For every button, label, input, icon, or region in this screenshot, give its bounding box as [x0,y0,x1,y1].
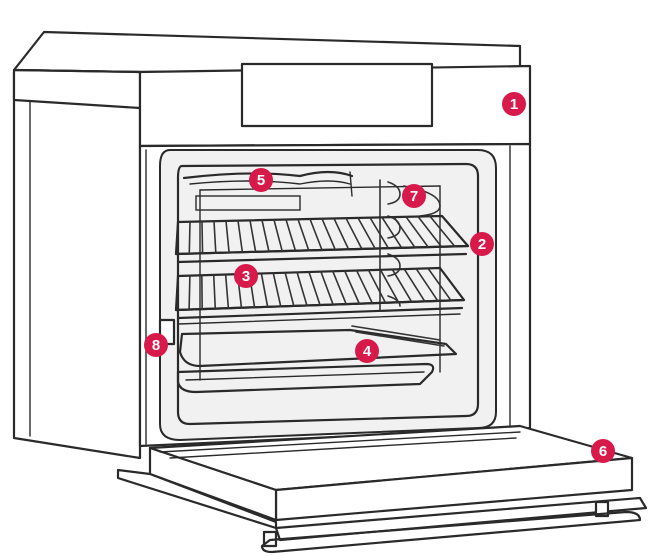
display-window [240,62,434,128]
callout-number: 5 [257,172,265,189]
shelf-bar [309,218,323,251]
shelf-bar [321,217,337,251]
oven-side-body [12,70,142,460]
shelf-bar [201,220,204,255]
shelf-bar [381,216,403,249]
shelf-bar [272,272,282,308]
callout-shelf-support: 7 [402,184,426,208]
wire-shelf-lower [174,266,466,325]
callout-badge [470,232,494,256]
shelf-bar [320,270,334,306]
shelf-bar [296,271,308,307]
callout-badge [355,339,379,363]
shelf-bar [367,269,387,304]
wire-shelf-upper [174,214,470,264]
shelf-bar [188,220,191,255]
shelf-bar [405,216,429,248]
callout-oven-door: 6 [591,439,615,463]
callout-number: 6 [599,443,607,460]
shelf-bar [273,219,283,252]
shelf-bar [308,271,321,306]
callout-badge [249,168,273,192]
control-panel [138,62,532,148]
callout-badge [591,439,615,463]
shelf-bar [393,216,416,249]
callout-door-seal: 2 [470,232,494,256]
baking-tray [176,325,458,394]
callout-badge [402,184,426,208]
shelf-bar [403,268,426,303]
callout-door-hinge: 8 [144,333,168,357]
oven-top-housing [12,30,522,110]
callout-badge [234,264,258,288]
shelf-bar [224,273,230,309]
shelf-bar [417,215,443,248]
shelf-bar [415,267,439,302]
shelf-bar [369,216,390,249]
callout-number: 1 [510,96,518,113]
shelf-bar [333,217,350,251]
shelf-bar [391,268,413,303]
callout-number: 7 [410,188,418,205]
shelf-bar [343,270,361,305]
shelf-bar [261,219,270,253]
callout-badge [502,92,526,116]
shelf-bar [284,271,295,307]
oven-door [116,424,648,554]
callout-number: 3 [242,268,250,285]
callout-number: 4 [363,343,372,360]
shelf-bar [225,220,230,254]
shelf-bar [332,270,347,305]
shelf-bar [357,217,376,250]
callout-control-panel: 1 [502,92,526,116]
callout-layer: 1 2 3 4 5 6 7 8 [144,92,615,463]
shelf-bar [345,217,363,250]
callout-wire-shelf: 3 [234,264,258,288]
callout-badge [144,333,168,357]
shelf-bar [379,269,400,304]
shelf-bar [260,272,269,308]
oven-cavity [159,149,497,441]
shelf-bar [237,219,244,253]
shelf-bar [213,220,217,254]
grill-element [182,170,354,197]
callout-number: 8 [152,337,160,354]
callout-baking-tray: 4 [355,339,379,363]
shelf-bar [297,218,310,252]
shelf-bar [249,219,257,253]
shelf-bar [188,274,191,311]
shelf-bar [355,269,374,304]
shelf-bar [212,274,217,310]
callout-number: 2 [478,236,486,253]
shelf-bar [285,218,297,252]
shelf-bar [429,215,456,248]
callout-grill-element: 5 [249,168,273,192]
shelf-bar [427,267,452,302]
